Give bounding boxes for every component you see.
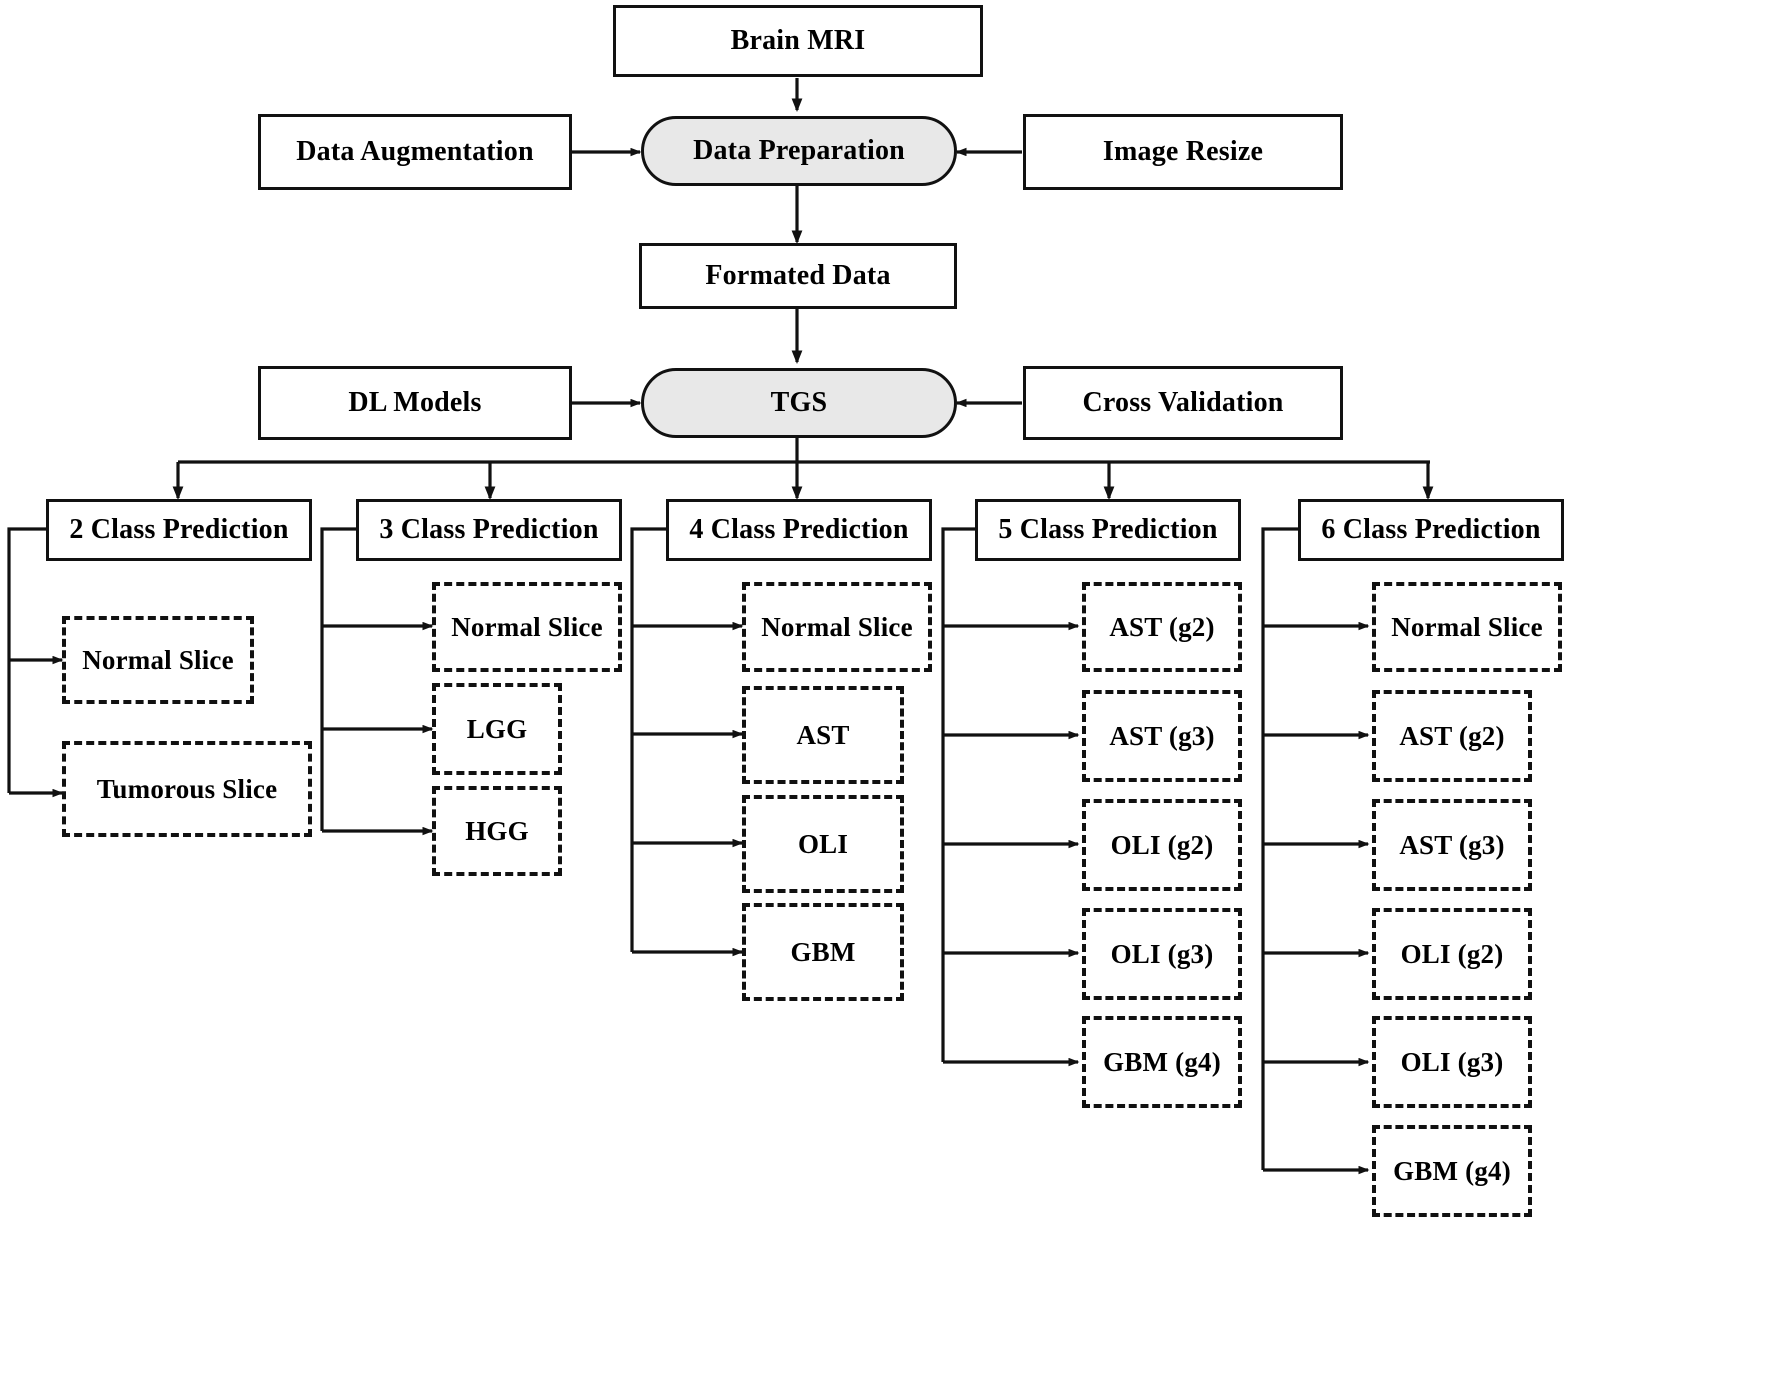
header-2-class-prediction[interactable]: 2 Class Prediction [46, 499, 312, 561]
class-box[interactable]: Normal Slice [1372, 582, 1562, 672]
class-box-label: OLI [797, 828, 849, 859]
node-data-augmentation-label: Data Augmentation [296, 136, 534, 168]
header-5-class-prediction-label: 5 Class Prediction [998, 514, 1218, 546]
class-box[interactable]: GBM [742, 903, 904, 1001]
class-box-label: GBM (g4) [1103, 1046, 1221, 1077]
class-box-label: OLI (g2) [1400, 938, 1504, 969]
node-data-preparation[interactable]: Data Preparation [641, 116, 957, 186]
class-box[interactable]: AST (g2) [1082, 582, 1242, 672]
class-box[interactable]: OLI [742, 795, 904, 893]
class-box-label: AST (g2) [1109, 611, 1215, 642]
node-data-augmentation[interactable]: Data Augmentation [258, 114, 572, 190]
class-box[interactable]: OLI (g3) [1082, 908, 1242, 1000]
class-box-label: AST (g3) [1109, 720, 1215, 751]
header-5-class-prediction[interactable]: 5 Class Prediction [975, 499, 1241, 561]
node-cross-validation-label: Cross Validation [1082, 387, 1284, 419]
node-data-preparation-label: Data Preparation [693, 135, 905, 167]
class-box-label: OLI (g2) [1110, 829, 1214, 860]
class-box-label: AST [796, 719, 850, 750]
class-box[interactable]: OLI (g2) [1372, 908, 1532, 1000]
class-box-label: AST (g3) [1399, 829, 1505, 860]
class-box[interactable]: Normal Slice [432, 582, 622, 672]
class-box-label: Normal Slice [761, 611, 913, 642]
class-box[interactable]: AST (g3) [1082, 690, 1242, 782]
node-dl-models[interactable]: DL Models [258, 366, 572, 440]
class-box-label: OLI (g3) [1110, 938, 1214, 969]
header-6-class-prediction[interactable]: 6 Class Prediction [1298, 499, 1564, 561]
header-3-class-prediction[interactable]: 3 Class Prediction [356, 499, 622, 561]
node-image-resize[interactable]: Image Resize [1023, 114, 1343, 190]
class-box[interactable]: GBM (g4) [1082, 1016, 1242, 1108]
class-box-label: Tumorous Slice [96, 773, 278, 804]
class-box[interactable]: AST (g2) [1372, 690, 1532, 782]
node-tgs-label: TGS [770, 387, 828, 419]
class-box[interactable]: OLI (g2) [1082, 799, 1242, 891]
node-dl-models-label: DL Models [348, 387, 482, 419]
class-box[interactable]: AST [742, 686, 904, 784]
class-box[interactable]: Normal Slice [742, 582, 932, 672]
class-box[interactable]: Tumorous Slice [62, 741, 312, 837]
class-box-label: OLI (g3) [1400, 1046, 1504, 1077]
node-cross-validation[interactable]: Cross Validation [1023, 366, 1343, 440]
node-tgs[interactable]: TGS [641, 368, 957, 438]
class-box[interactable]: LGG [432, 683, 562, 775]
class-box[interactable]: Normal Slice [62, 616, 254, 704]
header-4-class-prediction-label: 4 Class Prediction [689, 514, 909, 546]
class-box-label: HGG [465, 815, 529, 846]
header-2-class-prediction-label: 2 Class Prediction [69, 514, 289, 546]
class-box[interactable]: AST (g3) [1372, 799, 1532, 891]
class-box-label: Normal Slice [451, 611, 603, 642]
class-box-label: LGG [466, 713, 528, 744]
node-brain-mri[interactable]: Brain MRI [613, 5, 983, 77]
node-image-resize-label: Image Resize [1102, 136, 1264, 168]
node-formated-data[interactable]: Formated Data [639, 243, 957, 309]
header-3-class-prediction-label: 3 Class Prediction [379, 514, 599, 546]
class-box-label: Normal Slice [1391, 611, 1543, 642]
node-brain-mri-label: Brain MRI [730, 25, 866, 57]
node-formated-data-label: Formated Data [705, 260, 891, 292]
class-box[interactable]: GBM (g4) [1372, 1125, 1532, 1217]
class-box-label: AST (g2) [1399, 720, 1505, 751]
class-box[interactable]: OLI (g3) [1372, 1016, 1532, 1108]
class-box[interactable]: HGG [432, 786, 562, 876]
header-6-class-prediction-label: 6 Class Prediction [1321, 514, 1541, 546]
header-4-class-prediction[interactable]: 4 Class Prediction [666, 499, 932, 561]
class-box-label: GBM [790, 936, 856, 967]
class-box-label: Normal Slice [82, 644, 234, 675]
class-box-label: GBM (g4) [1393, 1155, 1511, 1186]
